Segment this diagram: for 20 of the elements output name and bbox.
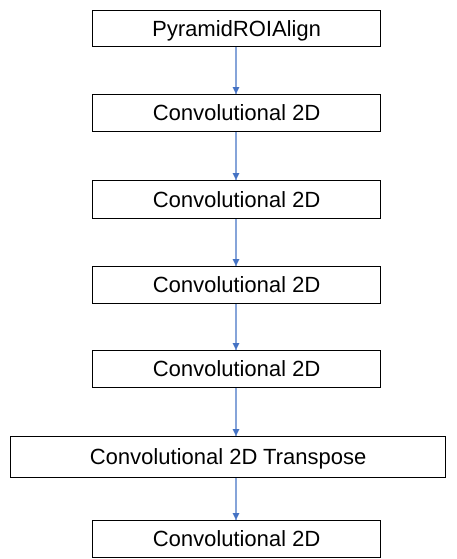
arrow	[232, 132, 240, 180]
process-box	[92, 180, 381, 219]
process-box	[92, 266, 381, 304]
box-label: Convolutional 2D	[152, 186, 320, 214]
box-label: Convolutional 2D	[152, 271, 320, 299]
arrow	[232, 478, 240, 520]
box-label: PyramidROIAlign	[152, 14, 321, 42]
process-box	[92, 10, 381, 47]
process-box	[10, 436, 446, 478]
arrow	[232, 47, 240, 94]
box-label: Convolutional 2D	[152, 355, 320, 383]
arrow	[232, 388, 240, 436]
arrow	[232, 304, 240, 350]
process-box	[92, 350, 381, 388]
box-label: Convolutional 2D	[152, 99, 320, 127]
process-box	[92, 94, 381, 132]
process-box	[92, 520, 381, 558]
box-label: Convolutional 2D Transpose	[90, 443, 366, 471]
box-label: Convolutional 2D	[152, 525, 320, 553]
arrow	[232, 219, 240, 266]
